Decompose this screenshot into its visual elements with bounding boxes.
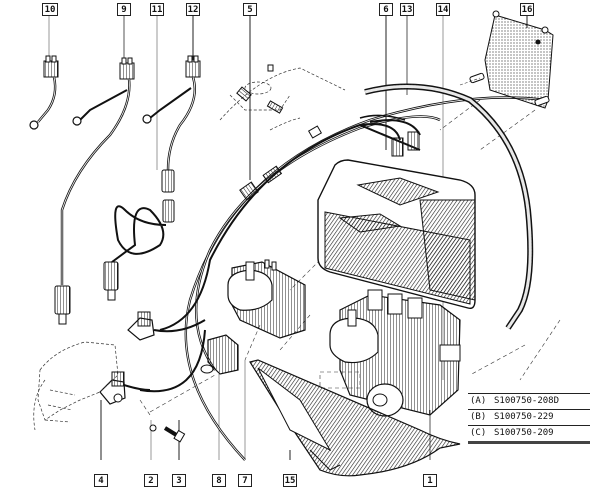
callout-1: 1 xyxy=(423,474,437,487)
part-1-ignition-module xyxy=(329,289,461,417)
reference-key: (C) xyxy=(470,428,487,438)
engine-mount-bolts xyxy=(236,64,284,114)
callout-16: 16 xyxy=(520,3,534,16)
part-11-inline-connector xyxy=(103,169,175,301)
reference-table: (A) S100750-208D (B) S100750-229 (C) S10… xyxy=(468,393,590,444)
callout-14: 14 xyxy=(436,3,450,16)
reference-row-a: (A) S100750-208D xyxy=(468,393,590,409)
reference-part-number: S100750-229 xyxy=(494,412,554,422)
reference-key: (B) xyxy=(470,412,487,422)
part-16-bracket xyxy=(459,10,554,109)
reference-row-b: (B) S100750-229 xyxy=(468,409,590,425)
part-3-bolt xyxy=(163,426,186,443)
callout-15: 15 xyxy=(283,474,297,487)
engine-mount-reference xyxy=(219,67,346,131)
part-14-housing-cover xyxy=(317,159,476,310)
callout-8: 8 xyxy=(212,474,226,487)
callout-9: 9 xyxy=(117,3,131,16)
callout-10: 10 xyxy=(42,3,58,16)
part-9-sensor-harness xyxy=(54,57,135,325)
callout-13: 13 xyxy=(400,3,414,16)
callout-6: 6 xyxy=(379,3,393,16)
reference-part-number: S100750-209 xyxy=(494,428,554,438)
callout-4: 4 xyxy=(94,474,108,487)
part-2-washer xyxy=(149,424,157,432)
callout-12: 12 xyxy=(186,3,200,16)
part-4-sensor-bracket xyxy=(99,311,206,405)
callout-7: 7 xyxy=(238,474,252,487)
engine-block-reference xyxy=(33,341,119,431)
reference-key: (A) xyxy=(470,396,487,406)
part-15-shield-tray xyxy=(249,359,461,477)
callout-5: 5 xyxy=(243,3,257,16)
part-13-vacuum-hose xyxy=(364,83,534,330)
part-12-sensor-harness xyxy=(142,55,201,171)
callout-3: 3 xyxy=(172,474,186,487)
part-7-ignition-coil xyxy=(227,259,306,339)
reference-part-number: S100750-208D xyxy=(494,396,560,406)
callout-11: 11 xyxy=(150,3,164,16)
part-8-suppressor xyxy=(200,334,239,375)
part-10-wire-lead xyxy=(29,55,59,130)
reference-row-c: (C) S100750-209 xyxy=(468,425,590,444)
harness-connectors xyxy=(239,125,420,201)
callout-2: 2 xyxy=(144,474,158,487)
